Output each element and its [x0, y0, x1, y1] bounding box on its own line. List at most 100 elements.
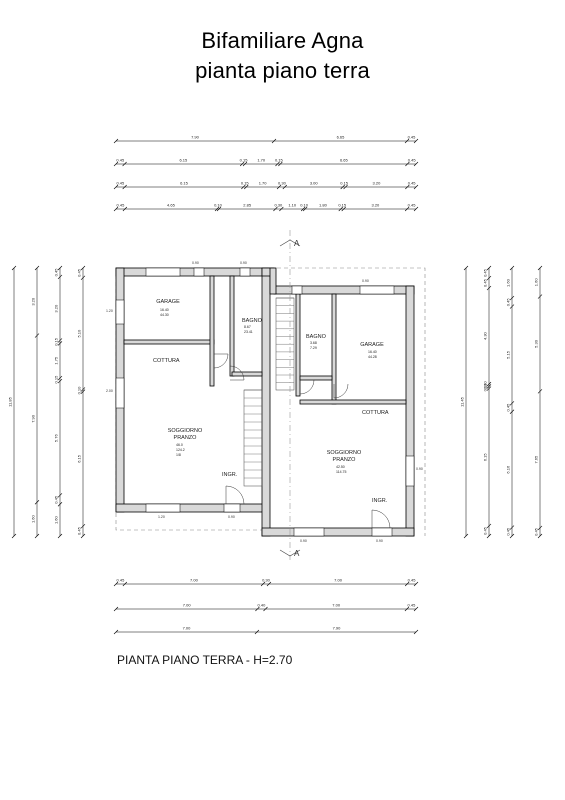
window-label: 0.90 [300, 539, 307, 543]
right-soggiorno-label: SOGGIORNO [327, 450, 362, 456]
window-label: 1.20 [106, 309, 113, 313]
dimension-label: 4.30 [483, 331, 488, 340]
page-title: Bifamiliare Agna [201, 28, 364, 53]
dimension-label: 2.85 [243, 203, 252, 208]
dimension-label: 1.80 [319, 203, 328, 208]
dimension-label: 3.00 [310, 181, 319, 186]
right-bagno-area: 3.68 [310, 341, 317, 345]
door-swings [213, 353, 391, 529]
dimension-label: 0.45 [408, 603, 417, 608]
windows [115, 267, 415, 537]
dimension-label: 0.45 [506, 527, 511, 536]
left-bagno-vol: 23.41 [244, 330, 253, 334]
dimension-label: 1.75 [54, 356, 59, 365]
dimension-label: 0.45 [54, 495, 59, 504]
dimension-label: 11.85 [8, 396, 13, 406]
dimension-label: 5.76 [54, 434, 59, 443]
dimension-label: 7.00 [190, 578, 199, 583]
left-garage-label: GARAGE [156, 299, 180, 305]
left-ingr-label: INGR. [222, 472, 238, 478]
dimension-label: 0.15 [275, 158, 284, 163]
window-label: 0.90 [240, 261, 247, 265]
dimension-label: 7.00 [183, 603, 192, 608]
right-soggiorno-area: 42.50 [336, 465, 345, 469]
dimension-label: 6.65 [337, 135, 346, 140]
left-soggiorno-label: SOGGIORNO [168, 428, 203, 434]
section-marker-bottom: A [294, 549, 300, 558]
dimension-label: 1.10 [288, 203, 297, 208]
dimension-label: 0.15 [340, 181, 349, 186]
right-garage-area: 16.40 [368, 350, 377, 354]
dimension-label: 11.45 [460, 396, 465, 406]
dimension-label: 5.15 [506, 350, 511, 359]
right-cottura-label: COTTURA [362, 410, 389, 416]
dimension-label: 0.45 [408, 135, 417, 140]
dimension-label: 0.45 [116, 181, 125, 186]
dimension-label: 3.20 [372, 203, 381, 208]
dimension-label: 0.45 [117, 203, 126, 208]
dimension-label: 5.30 [534, 339, 539, 348]
right-garage-label: GARAGE [360, 342, 384, 348]
dimension-label: 0.40 [258, 603, 267, 608]
dimension-label: 0.15 [240, 158, 249, 163]
window-label: 2.00 [106, 389, 113, 393]
dimension-label: 0.15 [54, 375, 59, 384]
stairs [243, 297, 295, 487]
dimension-label: 6.15 [179, 158, 188, 163]
dimension-label: 0.45 [408, 203, 417, 208]
dimension-label: 0.45 [54, 268, 59, 277]
dimension-label: 0.45 [77, 526, 82, 535]
page-subtitle: pianta piano terra [195, 58, 370, 83]
dimension-label: 0.45 [483, 268, 488, 277]
left-bagno-label: BAGNO [242, 318, 263, 324]
dimension-label: 0.15 [54, 337, 59, 346]
dimension-label: 7.90 [191, 135, 200, 140]
dimension-label: 0.15 [338, 203, 347, 208]
window-label: 0.90 [416, 467, 423, 471]
room-labels: GARAGE 16.40 44.30 BAGNO 8.67 23.41 COTT… [153, 299, 389, 504]
dimension-label: 0.10 [483, 381, 488, 390]
dimension-label: 0.45 [506, 298, 511, 307]
dimension-label: 0.30 [278, 181, 287, 186]
dimension-label: 1.60 [54, 515, 59, 524]
dimension-label: 1.60 [534, 278, 539, 287]
dimension-label: 3.20 [373, 181, 382, 186]
dimension-label: 0.30 [262, 578, 271, 583]
dimension-label: 0.45 [77, 268, 82, 277]
dimension-label: 0.45 [117, 578, 126, 583]
dimension-label: 0.45 [408, 158, 417, 163]
dimension-label: 0.45 [534, 527, 539, 536]
dimension-label: 0.30 [274, 203, 283, 208]
dimension-label: 6.65 [340, 158, 349, 163]
dimension-label: 3.20 [31, 297, 36, 306]
right-bagno-label: BAGNO [306, 334, 327, 340]
section-markers [279, 230, 301, 560]
dimension-label: 7.00 [334, 578, 343, 583]
dimension-label: 6.15 [77, 454, 82, 463]
dimension-label: 4.65 [167, 203, 176, 208]
window-label: 1.20 [158, 515, 165, 519]
dimension-label: 6.16 [506, 465, 511, 474]
right-soggiorno-vol: 114.75 [336, 470, 346, 474]
left-soggiorno-ratio: 1/8 [176, 453, 181, 457]
dimension-label: 0.15 [241, 181, 250, 186]
dimension-label: 0.45 [506, 403, 511, 412]
left-soggiorno-area: 46.0 [176, 443, 183, 447]
right-pranzo-label: PRANZO [333, 457, 357, 463]
left-garage-vol: 44.30 [160, 313, 169, 317]
dimension-label: 0.10 [214, 203, 223, 208]
drawing-caption: PIANTA PIANO TERRA - H=2.70 [117, 653, 293, 667]
dimension-label: 3.20 [54, 304, 59, 313]
dimension-label: 7.65 [534, 455, 539, 464]
dimension-label: 0.10 [300, 203, 309, 208]
left-cottura-label: COTTURA [153, 358, 180, 364]
dimension-label: 0.45 [116, 158, 125, 163]
right-ingr-label: INGR. [372, 498, 388, 504]
dimension-label: 6.15 [180, 181, 189, 186]
dimension-label: 1.60 [506, 278, 511, 287]
dimension-label: 7.90 [31, 414, 36, 423]
dimension-label: 7.90 [333, 626, 342, 631]
left-bagno-area: 8.67 [244, 325, 251, 329]
left-garage-area: 16.40 [160, 308, 169, 312]
